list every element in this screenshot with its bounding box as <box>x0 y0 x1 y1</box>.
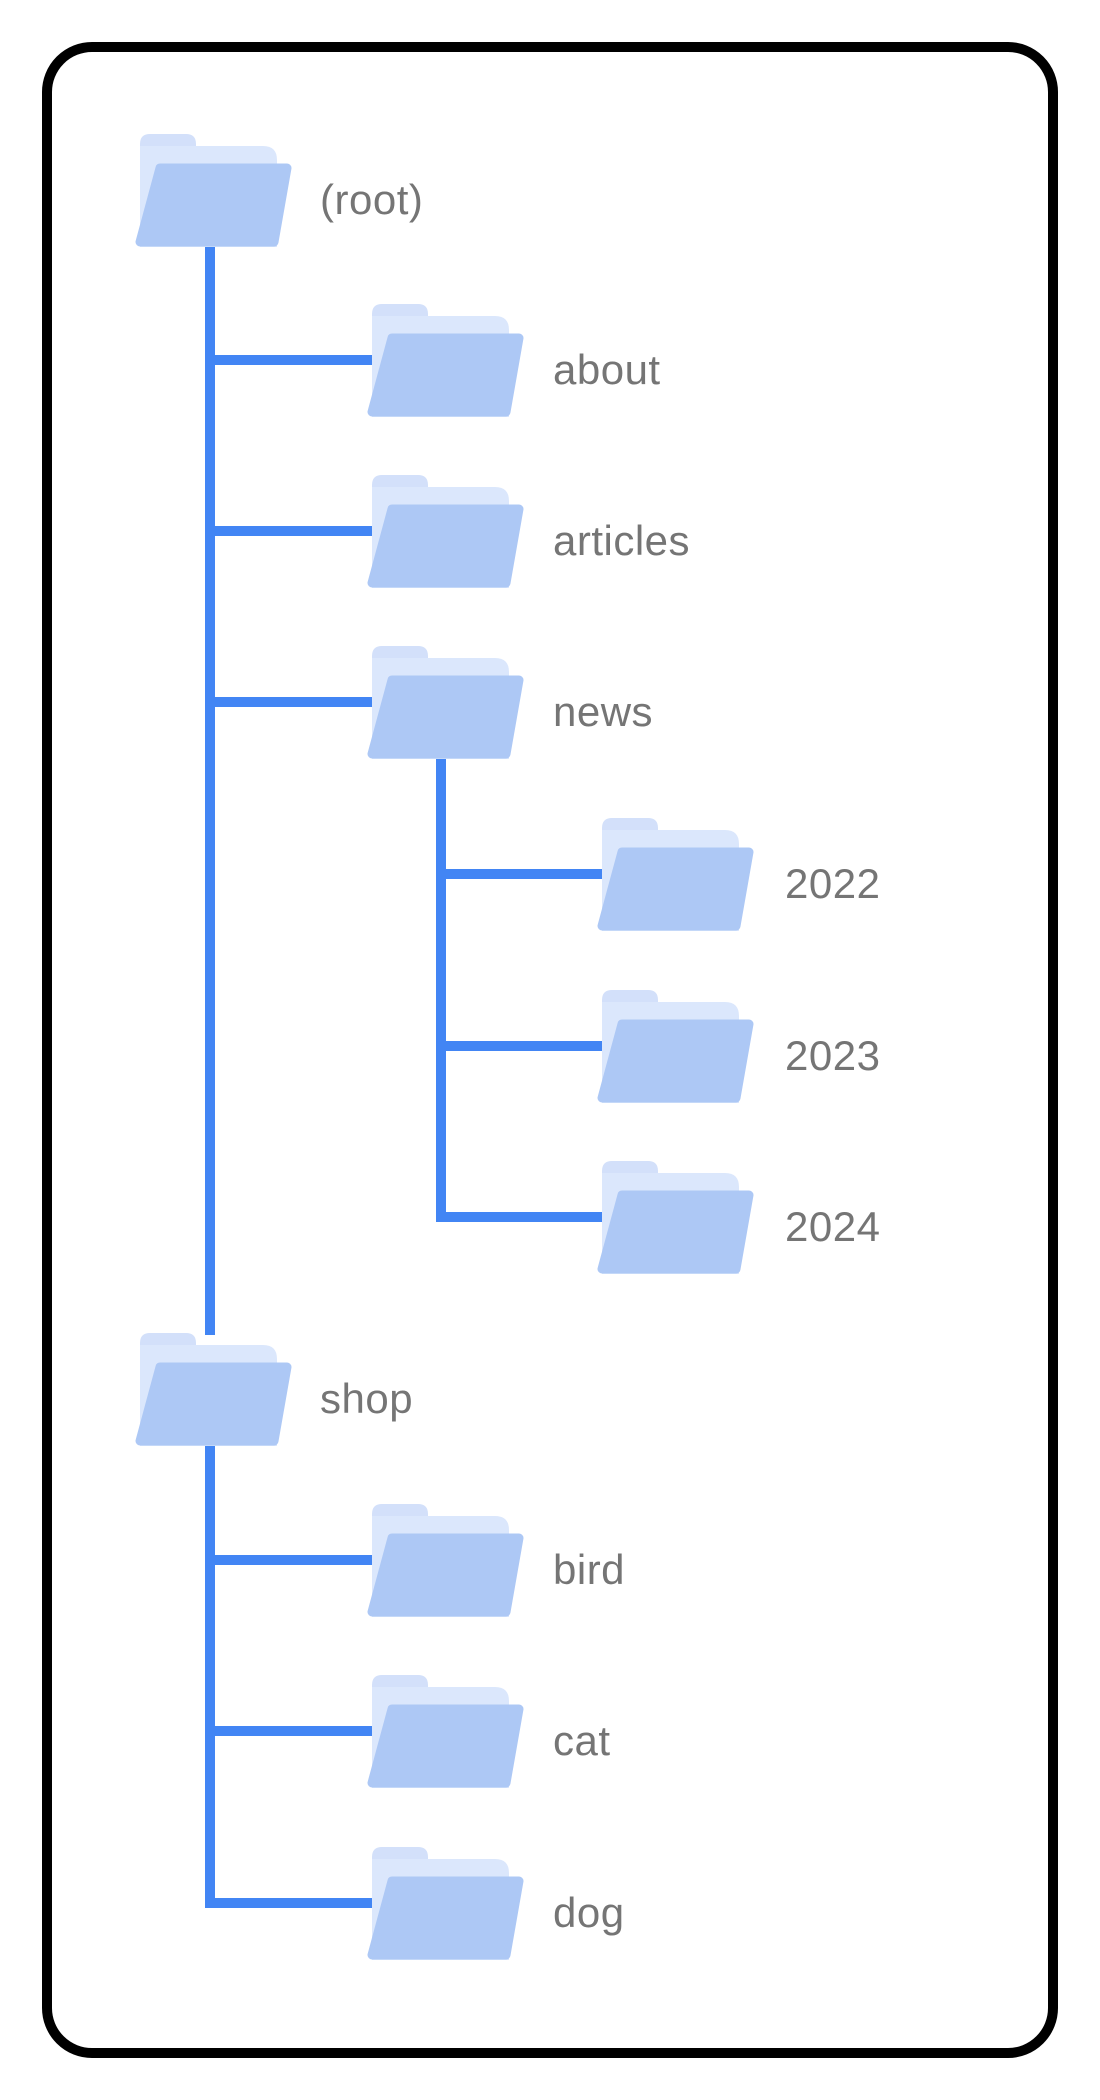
folder-icon-dog <box>367 1847 525 1960</box>
folder-label-y2022: 2022 <box>785 860 881 907</box>
folder-label-articles: articles <box>553 517 691 564</box>
folder-label-bird: bird <box>553 1546 626 1593</box>
folder-icon-about <box>367 304 525 417</box>
folder-front <box>597 1019 754 1103</box>
connector-trunk-news <box>436 755 446 1222</box>
connector-trunk-shop <box>205 1440 215 1908</box>
connector-branch-cat <box>205 1726 380 1736</box>
connector-branch-2022 <box>436 869 610 879</box>
folder-label-cat: cat <box>553 1717 611 1764</box>
folder-front <box>367 504 524 588</box>
folder-icon-articles <box>367 475 525 588</box>
folder-icon-root <box>135 134 293 247</box>
folder-icon-cat <box>367 1675 525 1788</box>
folder-front <box>597 1190 754 1274</box>
connector-branch-articles <box>205 526 380 536</box>
connector-trunk-root <box>205 240 215 1335</box>
folder-icon-y2022 <box>597 818 755 931</box>
folder-label-dog: dog <box>553 1889 625 1936</box>
folder-label-news: news <box>553 688 654 735</box>
folder-label-y2024: 2024 <box>785 1203 881 1250</box>
folder-label-shop: shop <box>320 1375 414 1422</box>
folder-label-root: (root) <box>320 176 424 223</box>
folder-front <box>135 1362 292 1446</box>
folder-icon-news <box>367 646 525 759</box>
connector-branch-bird <box>205 1555 380 1565</box>
folder-front <box>367 1876 524 1960</box>
folder-front <box>367 333 524 417</box>
folder-front <box>367 1533 524 1617</box>
connector-branch-2024 <box>436 1212 610 1222</box>
folder-front <box>367 1704 524 1788</box>
folder-front <box>367 675 524 759</box>
connector-branch-about <box>205 355 380 365</box>
folder-icon-shop <box>135 1333 293 1446</box>
folder-icon-y2023 <box>597 990 755 1103</box>
connector-branch-news <box>205 697 380 707</box>
folder-front <box>135 163 292 247</box>
folder-label-y2023: 2023 <box>785 1032 881 1079</box>
folder-front <box>597 847 754 931</box>
folder-icon-bird <box>367 1504 525 1617</box>
folder-label-about: about <box>553 346 661 393</box>
diagram-frame-border <box>42 42 1058 2058</box>
connector-branch-2023 <box>436 1041 610 1051</box>
connector-branch-dog <box>205 1898 380 1908</box>
folder-icon-y2024 <box>597 1161 755 1274</box>
